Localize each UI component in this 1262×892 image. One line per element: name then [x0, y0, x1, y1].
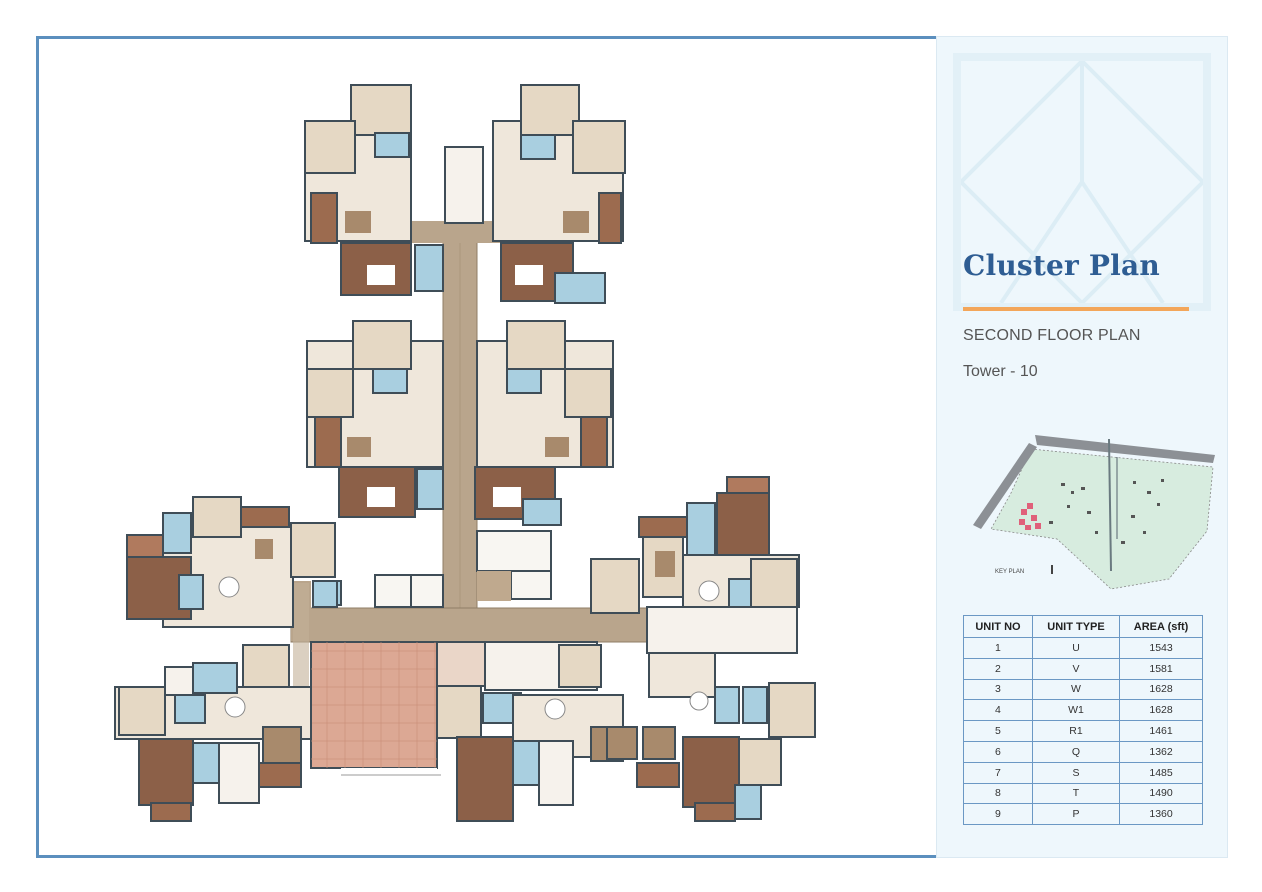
unit-area: 1360 — [1119, 803, 1203, 826]
page-title: Cluster Plan — [963, 249, 1160, 282]
unit-type: P — [1031, 803, 1121, 826]
table-row: 5 R1 1461 — [963, 720, 1203, 742]
svg-text:KEY PLAN: KEY PLAN — [995, 569, 1024, 575]
unit-type: R1 — [1031, 720, 1121, 742]
table-row: 8 T 1490 — [963, 782, 1203, 805]
table-row: 2 V 1581 — [963, 657, 1203, 680]
table-row: 7 S 1485 — [963, 761, 1203, 784]
header-unit-no: UNIT NO — [963, 615, 1033, 638]
unit-type: W1 — [1031, 699, 1121, 722]
table-row: 4 W1 1628 — [963, 699, 1203, 722]
unit-type: W — [1031, 678, 1121, 701]
floor-plan-frame — [36, 36, 938, 858]
unit-no: 4 — [963, 699, 1033, 722]
unit-area: 1543 — [1119, 637, 1203, 659]
cluster-floor-plan-drawing — [114, 84, 816, 822]
unit-area-table: UNIT NO UNIT TYPE AREA (sft) 1 U 1543 2 … — [963, 615, 1203, 826]
unit-no: 8 — [963, 782, 1033, 805]
table-row: 6 Q 1362 — [963, 740, 1203, 763]
unit-area: 1628 — [1119, 699, 1203, 722]
unit-area: 1490 — [1119, 782, 1203, 805]
unit-no: 9 — [963, 803, 1033, 826]
unit-type: T — [1031, 782, 1121, 805]
floor-label: SECOND FLOOR PLAN — [963, 327, 1141, 344]
unit-type: S — [1031, 761, 1121, 784]
tower-label: Tower - 10 — [963, 363, 1038, 380]
unit-type: U — [1031, 637, 1121, 659]
unit-no: 7 — [963, 761, 1033, 784]
table-row: 1 U 1543 — [963, 637, 1203, 659]
table-row: 3 W 1628 — [963, 678, 1203, 701]
unit-area: 1485 — [1119, 761, 1203, 784]
table-header-row: UNIT NO UNIT TYPE AREA (sft) — [963, 615, 1203, 638]
unit-type: V — [1031, 657, 1121, 680]
unit-area: 1628 — [1119, 678, 1203, 701]
unit-no: 6 — [963, 740, 1033, 763]
unit-no: 1 — [963, 637, 1033, 659]
title-underline — [963, 307, 1189, 311]
tower-highlight — [1019, 503, 1041, 530]
unit-area: 1581 — [1119, 657, 1203, 680]
unit-area: 1362 — [1119, 740, 1203, 763]
info-panel: Cluster Plan SECOND FLOOR PLAN Tower - 1… — [936, 36, 1228, 858]
header-unit-type: UNIT TYPE — [1031, 615, 1121, 638]
unit-no: 5 — [963, 720, 1033, 742]
table-row: 9 P 1360 — [963, 803, 1203, 826]
header-area: AREA (sft) — [1119, 615, 1203, 638]
unit-type: Q — [1031, 740, 1121, 763]
unit-no: 2 — [963, 657, 1033, 680]
unit-area: 1461 — [1119, 720, 1203, 742]
unit-no: 3 — [963, 678, 1033, 701]
key-plan-map: KEY PLAN — [973, 435, 1215, 590]
